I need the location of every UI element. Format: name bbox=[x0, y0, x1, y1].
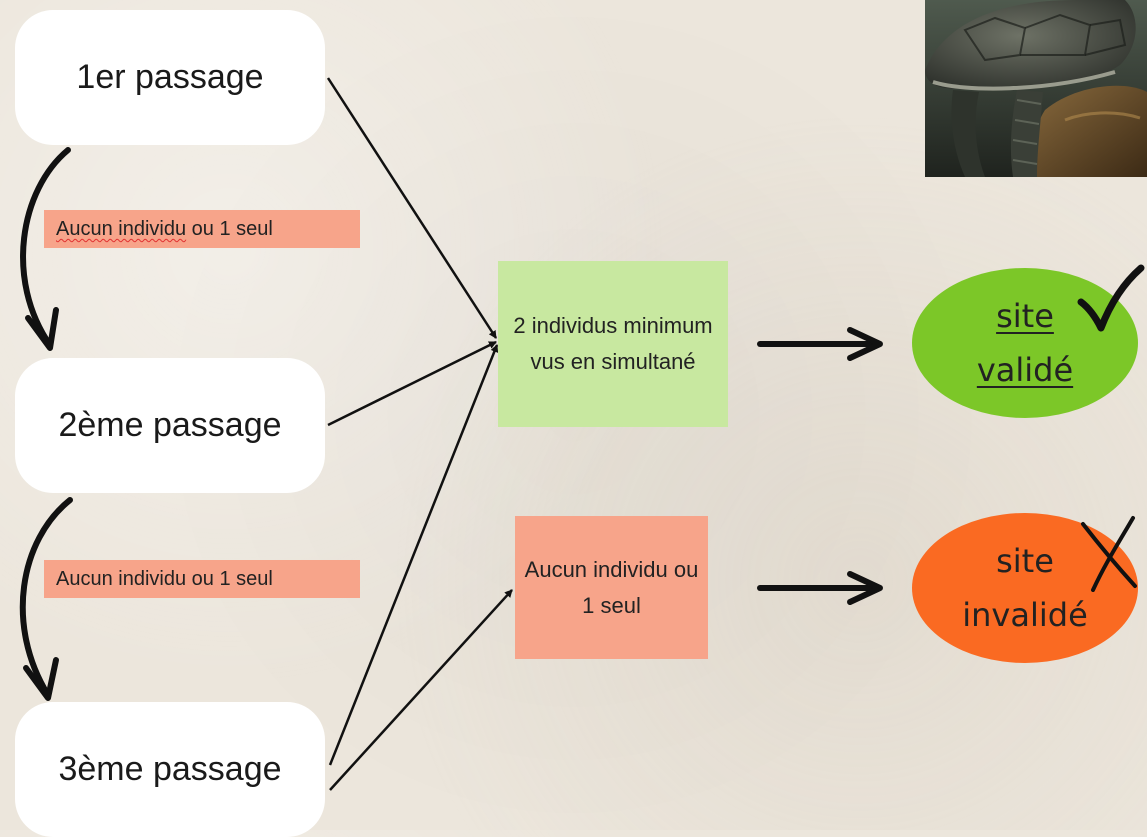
curved-arrow-2-to-3 bbox=[19, 497, 73, 701]
passage-box-1: 1er passage bbox=[15, 10, 325, 145]
passage-label-3: 3ème passage bbox=[58, 750, 282, 788]
connector-2-to-success bbox=[327, 340, 497, 427]
failure-outcome-text: Aucun individu ou 1 seul bbox=[524, 556, 699, 618]
turtle-photo-icon bbox=[925, 0, 1147, 177]
passage-box-2: 2ème passage bbox=[15, 358, 325, 493]
transition-tag-2-prefix: Aucun individu bbox=[56, 568, 187, 590]
site-valid-line1: site bbox=[996, 297, 1054, 335]
passage-box-3: 3ème passage bbox=[15, 702, 325, 837]
connector-1-to-success bbox=[326, 77, 498, 339]
site-valid-badge: site validé bbox=[912, 268, 1138, 418]
transition-tag-1: Aucun individu ou 1 seul bbox=[44, 210, 360, 248]
site-invalid-line2: invalidé bbox=[962, 596, 1088, 634]
passage-label-1: 1er passage bbox=[76, 58, 264, 96]
site-invalid-line1: site bbox=[996, 542, 1054, 580]
site-valid-line2: validé bbox=[976, 351, 1074, 389]
transition-tag-1-suffix: ou 1 seul bbox=[186, 218, 273, 240]
curved-arrow-1-to-2 bbox=[20, 147, 71, 351]
transition-tag-2-suffix: ou 1 seul bbox=[186, 568, 273, 590]
passage-label-2: 2ème passage bbox=[58, 406, 282, 444]
failure-outcome-box: Aucun individu ou 1 seul bbox=[515, 516, 708, 659]
transition-tag-2: Aucun individu ou 1 seul bbox=[44, 560, 360, 598]
check-mark-icon bbox=[1077, 264, 1145, 332]
cross-mark-icon bbox=[1081, 516, 1137, 592]
connector-3-to-failure bbox=[329, 589, 513, 791]
success-outcome-text: 2 individus minimum vus en simultané bbox=[513, 313, 713, 374]
connector-3-to-success bbox=[328, 344, 499, 766]
site-invalid-badge: site invalidé bbox=[912, 513, 1138, 663]
transition-tag-1-prefix: Aucun individu bbox=[56, 218, 187, 240]
success-outcome-box: 2 individus minimum vus en simultané bbox=[498, 261, 728, 427]
bold-arrow-to-invalid bbox=[757, 571, 883, 605]
bold-arrow-to-valid bbox=[757, 327, 883, 361]
